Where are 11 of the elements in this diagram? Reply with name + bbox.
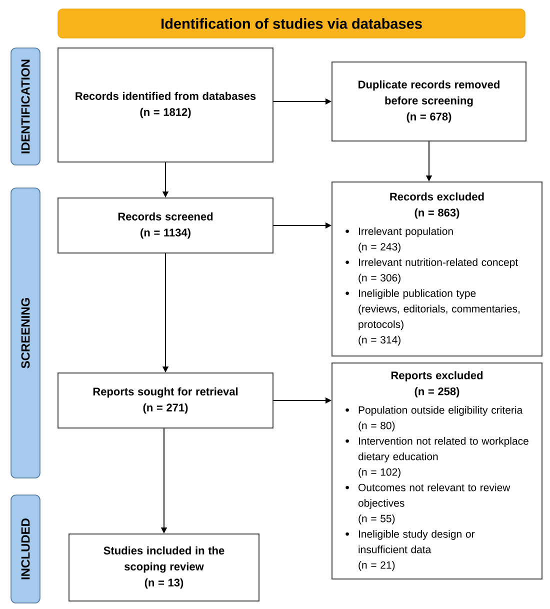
exclusion-box: Records excluded (n = 863) Irrelevant population (n = 243) Irrelevant nutrition-related concept (n = 306) Ineligible publication type (reviews, editorials, commentaries, protocols) (n = 314) xyxy=(332,182,542,356)
stage-band: INCLUDED xyxy=(10,494,40,604)
process-box: Reports sought for retrieval (n = 271) xyxy=(58,372,274,428)
process-box: Records identified from databases (n = 1812) xyxy=(58,48,274,162)
title-banner: Identification of studies via databases xyxy=(58,8,526,38)
stage-band: IDENTIFICATION xyxy=(10,48,40,166)
exclusion-box: Reports excluded (n = 258) Population outside eligibility criteria (n = 80) Intervention not related to workplace dietary education (n = 102) Outcomes not relevant to review objectives (n = 55) Ineligible study design or insufficient data (n = 21) xyxy=(332,362,542,580)
process-box: Studies included in the scoping review (n = 13) xyxy=(68,534,260,602)
stage-band: SCREENING xyxy=(10,188,40,478)
process-box: Records screened (n = 1134) xyxy=(58,198,274,254)
process-box: Duplicate records removed before screening (n = 678) xyxy=(332,62,526,142)
